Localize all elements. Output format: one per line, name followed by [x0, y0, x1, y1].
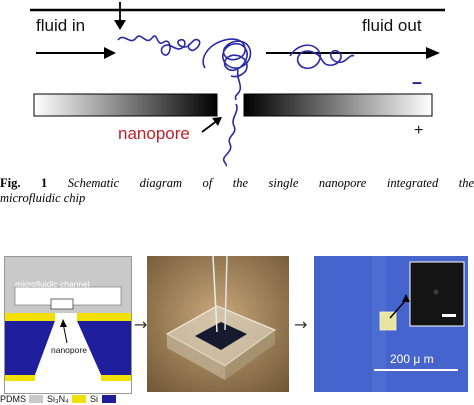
flow-arrow-left-head: [104, 47, 116, 59]
minus-sign: –: [412, 72, 423, 92]
channel-label: microfluidic channel: [15, 279, 90, 289]
dna-strand-2: [202, 38, 252, 101]
dna-strand-3: [222, 103, 238, 167]
micrograph: [314, 256, 468, 392]
legend-sin-label: Si₃N₄: [47, 394, 69, 404]
nanopore-small-label: nanopore: [51, 345, 87, 355]
nanopore-flow-diagram: [30, 2, 445, 167]
nanopore-label: nanopore: [118, 124, 190, 143]
nanopore-pointer-head: [212, 117, 222, 126]
tube-1: [212, 255, 218, 333]
chip-photo-panel: [147, 255, 289, 392]
legend-si-label: Si: [90, 394, 99, 404]
chip-schematic-panel: microfluidic channel nanopore: [4, 256, 132, 394]
caption-label: Fig. 1: [0, 176, 48, 190]
flow-arrow-right-head: [426, 47, 440, 59]
sin-layer-left: [5, 313, 55, 321]
channel-port: [50, 298, 74, 310]
legend-pdms-label: PDMS: [0, 394, 27, 404]
pdms-block-side-right: [225, 330, 275, 380]
sin-layer-right: [77, 313, 131, 321]
fluid-out-label: fluid out: [362, 16, 422, 35]
arrow-1: →: [134, 315, 148, 334]
sin-layer-bottom-right: [101, 375, 131, 381]
caption-text-line2: microfluidic chip: [0, 191, 86, 205]
silicon-chip: [195, 322, 247, 350]
material-legend: PDMS Si₃N₄ Si: [0, 394, 140, 405]
pdms-block-side: [167, 334, 225, 380]
chip-schematic: [5, 257, 131, 381]
plus-sign: +: [414, 122, 424, 139]
tube-2: [224, 255, 228, 331]
inset-pointer: [389, 299, 407, 319]
legend-pdms-swatch: [29, 395, 43, 403]
micrograph-panel: 200 μ m: [314, 256, 468, 392]
legend-si-swatch: [102, 395, 116, 403]
caption-text-line1: Schematic diagram of the single nanopore…: [67, 176, 474, 190]
chip-photo: [147, 255, 289, 392]
inset-pointer-head: [402, 294, 410, 302]
inlet-arrow-head: [114, 20, 126, 30]
dna-strand-4: [289, 44, 355, 70]
membrane-edge: [372, 256, 386, 392]
sin-layer-bottom-left: [5, 375, 35, 381]
legend-sin-swatch: [72, 395, 86, 403]
membrane-right: [243, 93, 433, 117]
fluid-in-label: fluid in: [36, 16, 86, 35]
scale-label: 200 μ m: [390, 352, 434, 366]
tem-pore-spot: [433, 289, 439, 295]
si-substrate: [5, 321, 131, 375]
nanopore-pointer-small-head: [60, 319, 67, 327]
inset-scale-bar: [442, 314, 456, 317]
figure-caption: Fig. 1 Schematic diagram of the single n…: [0, 176, 474, 206]
arrow-2: →: [294, 315, 308, 334]
dna-strand-1: [117, 35, 201, 56]
scale-bar: [374, 369, 458, 371]
membrane-left: [33, 93, 218, 117]
